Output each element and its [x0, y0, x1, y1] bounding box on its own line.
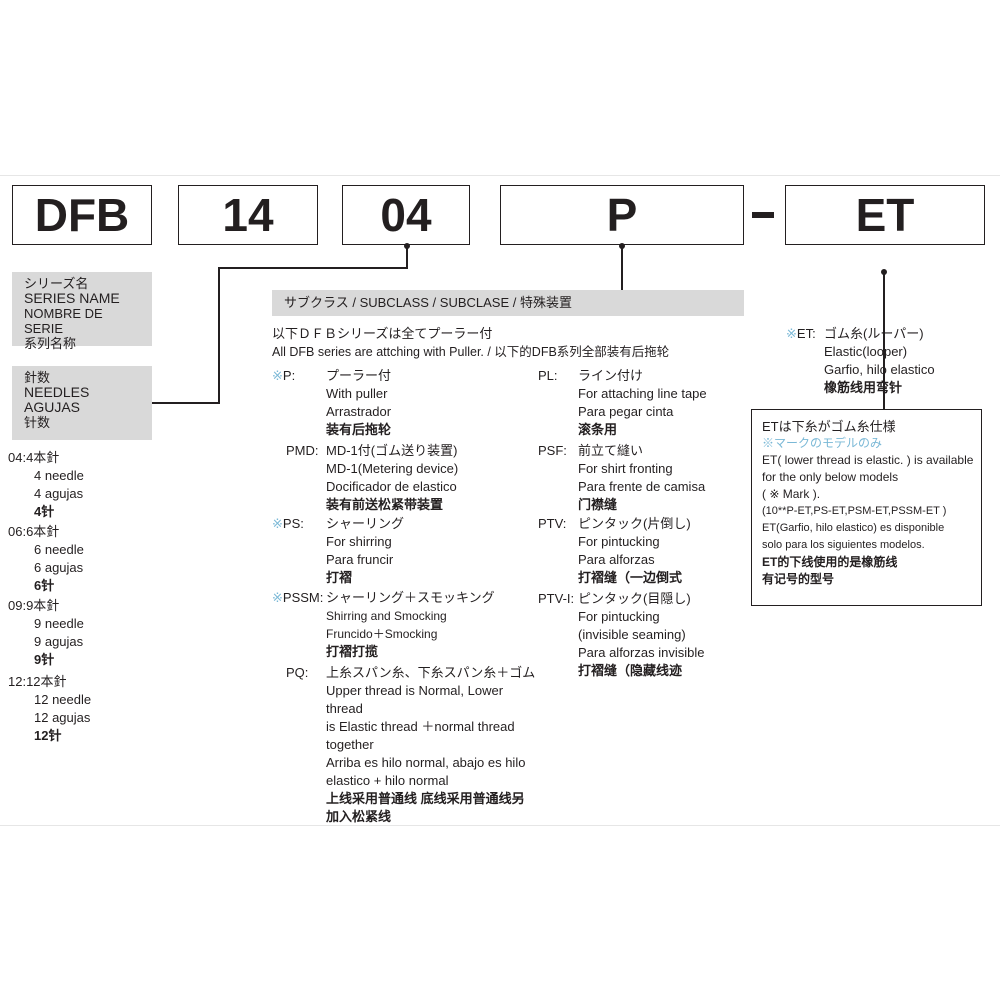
subclass-code: PMD: — [286, 443, 319, 458]
connector-needles-top — [218, 267, 408, 269]
needle-option-code: 04:4本針 — [8, 450, 60, 465]
option-description: ゴム糸(ルーパー) Elastic(looper) Garfio, hilo e… — [824, 326, 935, 395]
series-label-zh: 系列名称 — [24, 336, 77, 351]
code-box-needle-count: 04 — [342, 185, 470, 245]
series-label-en: SERIES NAME — [24, 290, 120, 306]
code-dash — [752, 212, 774, 218]
subclass-description: シャーリング For shirring Para fruncir 打褶 — [326, 516, 405, 585]
subclass-description: 前立て縫い For shirt fronting Para frente de … — [578, 443, 706, 512]
subclass-code: PTV: — [538, 516, 567, 531]
subclass-code: ※P: — [272, 368, 296, 383]
needle-option-es: 12 agujas — [34, 710, 91, 725]
connector-dot — [404, 243, 410, 249]
series-label-box: シリーズ名 SERIES NAME NOMBRE DE SERIE 系列名称 — [12, 272, 152, 351]
code-box-series: DFB — [12, 185, 152, 245]
subclass-description: プーラー付 With puller Arrastrador 装有后拖轮 — [326, 368, 392, 437]
subclass-description: シャーリング＋スモッキング Shirring and Smocking Frun… — [326, 590, 495, 659]
needle-option-es: 4 agujas — [34, 486, 84, 501]
series-label-ja: シリーズ名 — [24, 276, 89, 291]
subclass-code: PSF: — [538, 443, 567, 458]
et-availability-note: ETは下糸がゴム糸仕様 ※マークのモデルのみ ET( lower thread … — [751, 409, 982, 606]
option-code: ※ET: — [786, 326, 816, 341]
needles-label-zh: 针数 — [24, 415, 51, 430]
needle-option-zh: 6针 — [34, 578, 55, 593]
code-box-subclass: P — [500, 185, 744, 245]
mark-symbol: ※ — [272, 590, 283, 605]
bottom-divider — [0, 825, 1000, 826]
subclass-header: サブクラス / SUBCLASS / SUBCLASE / 特殊装置 — [272, 290, 744, 316]
connector-dot — [619, 243, 625, 249]
subclass-description: ライン付け For attaching line tape Para pegar… — [578, 368, 707, 437]
needle-option-en: 4 needle — [34, 468, 84, 483]
series-label-es: NOMBRE DE SERIE — [24, 306, 103, 336]
subclass-code: ※PSSM: — [272, 590, 324, 605]
needle-option-en: 6 needle — [34, 542, 84, 557]
needle-option-zh: 9针 — [34, 652, 55, 667]
connector-needles-bottom — [152, 402, 220, 404]
subclass-code: PQ: — [286, 665, 309, 680]
needles-label-box: 針数 NEEDLES AGUJAS 针数 — [12, 366, 152, 440]
mark-symbol: ※ — [272, 516, 283, 531]
subclass-code: PTV-I: — [538, 591, 575, 606]
subclass-intro-ja: 以下ＤＦＢシリーズは全てプーラー付 — [272, 326, 493, 341]
subclass-description: 上糸スパン糸、下糸スパン糸＋ゴム Upper thread is Normal,… — [326, 665, 536, 824]
needles-label-ja: 針数 — [24, 370, 51, 385]
subclass-code: PL: — [538, 368, 558, 383]
mark-symbol: ※ — [786, 326, 797, 341]
connector-needles-vertical — [218, 268, 220, 403]
code-box-option: ET — [785, 185, 985, 245]
needle-option-en: 12 needle — [34, 692, 92, 707]
needle-option-zh: 4针 — [34, 504, 55, 519]
needle-option-code: 12:12本針 — [8, 674, 67, 689]
needles-label-es: AGUJAS — [24, 399, 81, 415]
subclass-description: ピンタック(目隠し) For pintucking (invisible sea… — [578, 591, 705, 678]
mark-symbol: ※ — [272, 368, 283, 383]
needle-option-code: 09:9本針 — [8, 598, 60, 613]
code-box-needles: 14 — [178, 185, 318, 245]
top-divider — [0, 175, 1000, 176]
subclass-description: MD-1付(ゴム送り装置) MD-1(Metering device) Doci… — [326, 443, 459, 512]
needle-option-es: 9 agujas — [34, 634, 84, 649]
subclass-description: ピンタック(片倒し) For pintucking Para alforzas … — [578, 516, 691, 585]
needle-option-es: 6 agujas — [34, 560, 84, 575]
needle-option-zh: 12针 — [34, 728, 62, 743]
subclass-intro-en: All DFB series are attching with Puller.… — [272, 345, 670, 359]
connector-dot — [881, 269, 887, 275]
subclass-code: ※PS: — [272, 516, 304, 531]
needle-option-code: 06:6本針 — [8, 524, 60, 539]
connector-needles-up — [406, 245, 408, 269]
needle-option-en: 9 needle — [34, 616, 84, 631]
connector-option — [883, 272, 885, 410]
connector-subclass — [621, 245, 623, 290]
needles-label-en: NEEDLES — [24, 384, 90, 400]
